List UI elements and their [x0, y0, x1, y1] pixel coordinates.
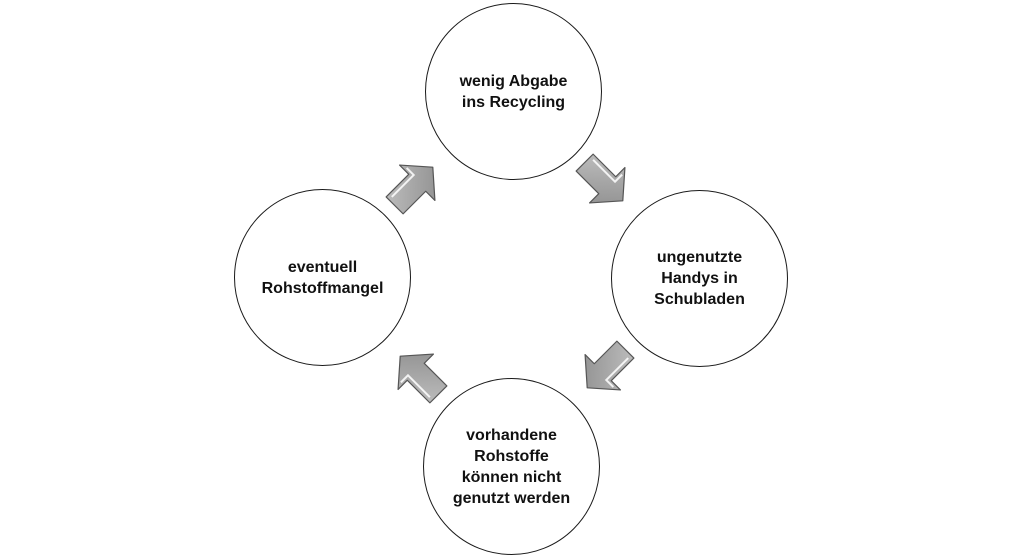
node-raw-material-shortage: eventuell Rohstoffmangel: [234, 189, 411, 366]
node-raw-material-shortage-label: eventuell Rohstoffmangel: [261, 258, 384, 297]
node-recycling: wenig Abgabe ins Recycling: [425, 3, 602, 180]
node-unused-phones-label: ungenutzte Handys in Schubladen: [654, 249, 745, 308]
node-unused-phones: ungenutzte Handys in Schubladen: [611, 190, 788, 367]
arrow-left-to-top: [385, 164, 436, 215]
arrow-bottom-to-left: [397, 353, 448, 404]
arrow-top-to-right: [575, 153, 626, 204]
arrow-right-to-bottom: [584, 340, 635, 391]
node-resources-unused: vorhandene Rohstoffe können nicht genutz…: [423, 378, 600, 555]
node-recycling-label: wenig Abgabe ins Recycling: [459, 72, 568, 111]
node-resources-unused-label: vorhandene Rohstoffe können nicht genutz…: [452, 426, 571, 507]
